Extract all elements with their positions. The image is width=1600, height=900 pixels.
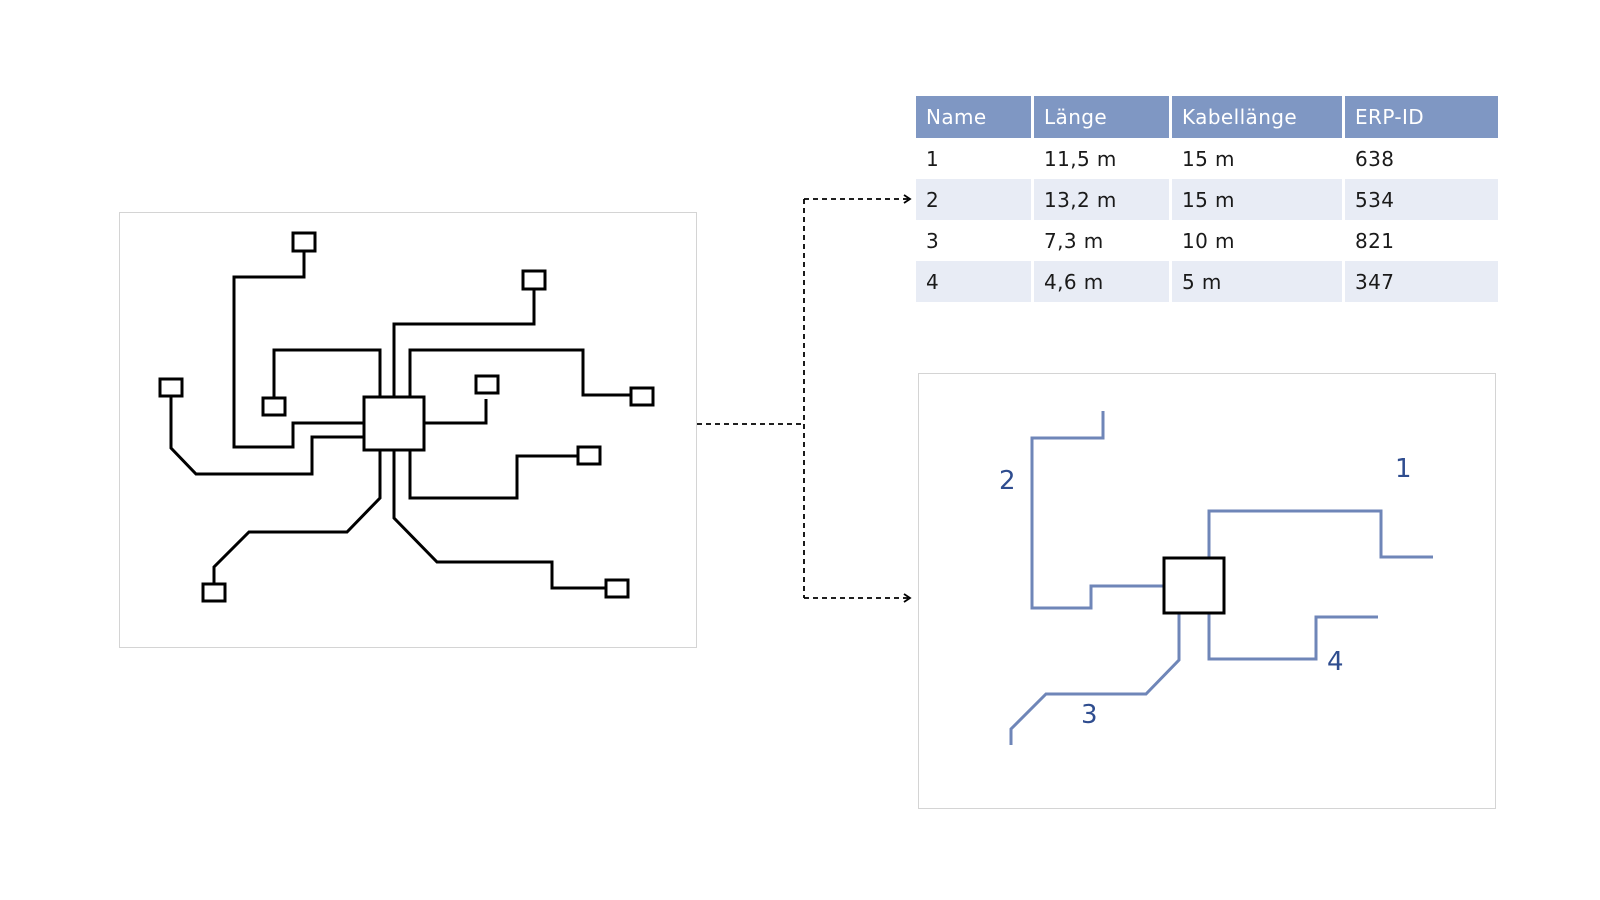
table-row: 4 4,6 m 5 m 347 [916,261,1498,302]
cable-network [158,231,655,603]
terminal-node [261,396,287,417]
distribution-hub [1162,556,1226,615]
segment-1-line [1207,509,1433,559]
cell-erp-id: 534 [1345,179,1498,220]
column-header-length: Länge [1034,96,1172,138]
cell-length: 4,6 m [1034,261,1172,302]
terminal-node [291,231,317,253]
cable-branch [272,348,382,398]
cell-name: 1 [916,138,1034,179]
column-header-cable-length: Kabellänge [1172,96,1345,138]
terminal-node [201,582,227,603]
cable-table: Name Länge Kabellänge ERP-ID 1 11,5 m 15… [916,96,1498,302]
table-row: 2 13,2 m 15 m 534 [916,179,1498,220]
segment-4-label: 4 [1327,647,1344,677]
cable-branch [169,396,364,476]
terminal-node [158,377,184,398]
terminal-node [521,269,547,291]
cable-branch [408,450,578,500]
cell-erp-id: 638 [1355,146,1395,171]
terminal-node [474,374,500,395]
cable-branch [408,348,631,397]
segment-4-line [1207,613,1378,661]
terminal-node [604,578,630,599]
table-row: 1 11,5 m 15 m 638 [916,138,1498,179]
cell-cable-length: 10 m [1172,220,1345,261]
segment-2-label: 2 [999,466,1016,496]
cell-erp-id: 821 [1355,228,1395,253]
extraction-connector [697,194,912,603]
cell-cable-length: 15 m [1172,179,1345,220]
cell-cable-length: 5 m [1172,261,1345,302]
cell-length: 7,3 m [1034,220,1172,261]
segment-2-line [1030,411,1164,610]
column-header-name: Name [916,96,1034,138]
segment-3-label: 3 [1081,700,1098,730]
cell-cable-length: 15 m [1172,138,1345,179]
cable-branch [392,450,606,590]
cable-branch [232,251,364,449]
cable-branch [212,450,382,584]
column-header-erp-id: ERP-ID [1345,96,1498,138]
segment-1-label: 1 [1395,454,1412,484]
cable-branch [424,399,488,425]
segment-3-line [1009,613,1181,745]
cell-name: 2 [916,179,1034,220]
table-row: 3 7,3 m 10 m 821 [916,220,1498,261]
terminal-node [576,445,602,466]
cell-name: 3 [916,220,1034,261]
cell-length: 13,2 m [1034,179,1172,220]
extracted-segments [1009,411,1433,745]
distribution-hub [362,395,426,452]
terminal-node [629,386,655,407]
cable-branch [392,289,536,397]
cell-name: 4 [916,261,1034,302]
cell-erp-id: 347 [1345,261,1498,302]
table-header-row: Name Länge Kabellänge ERP-ID [916,96,1498,138]
cell-length: 11,5 m [1034,138,1172,179]
